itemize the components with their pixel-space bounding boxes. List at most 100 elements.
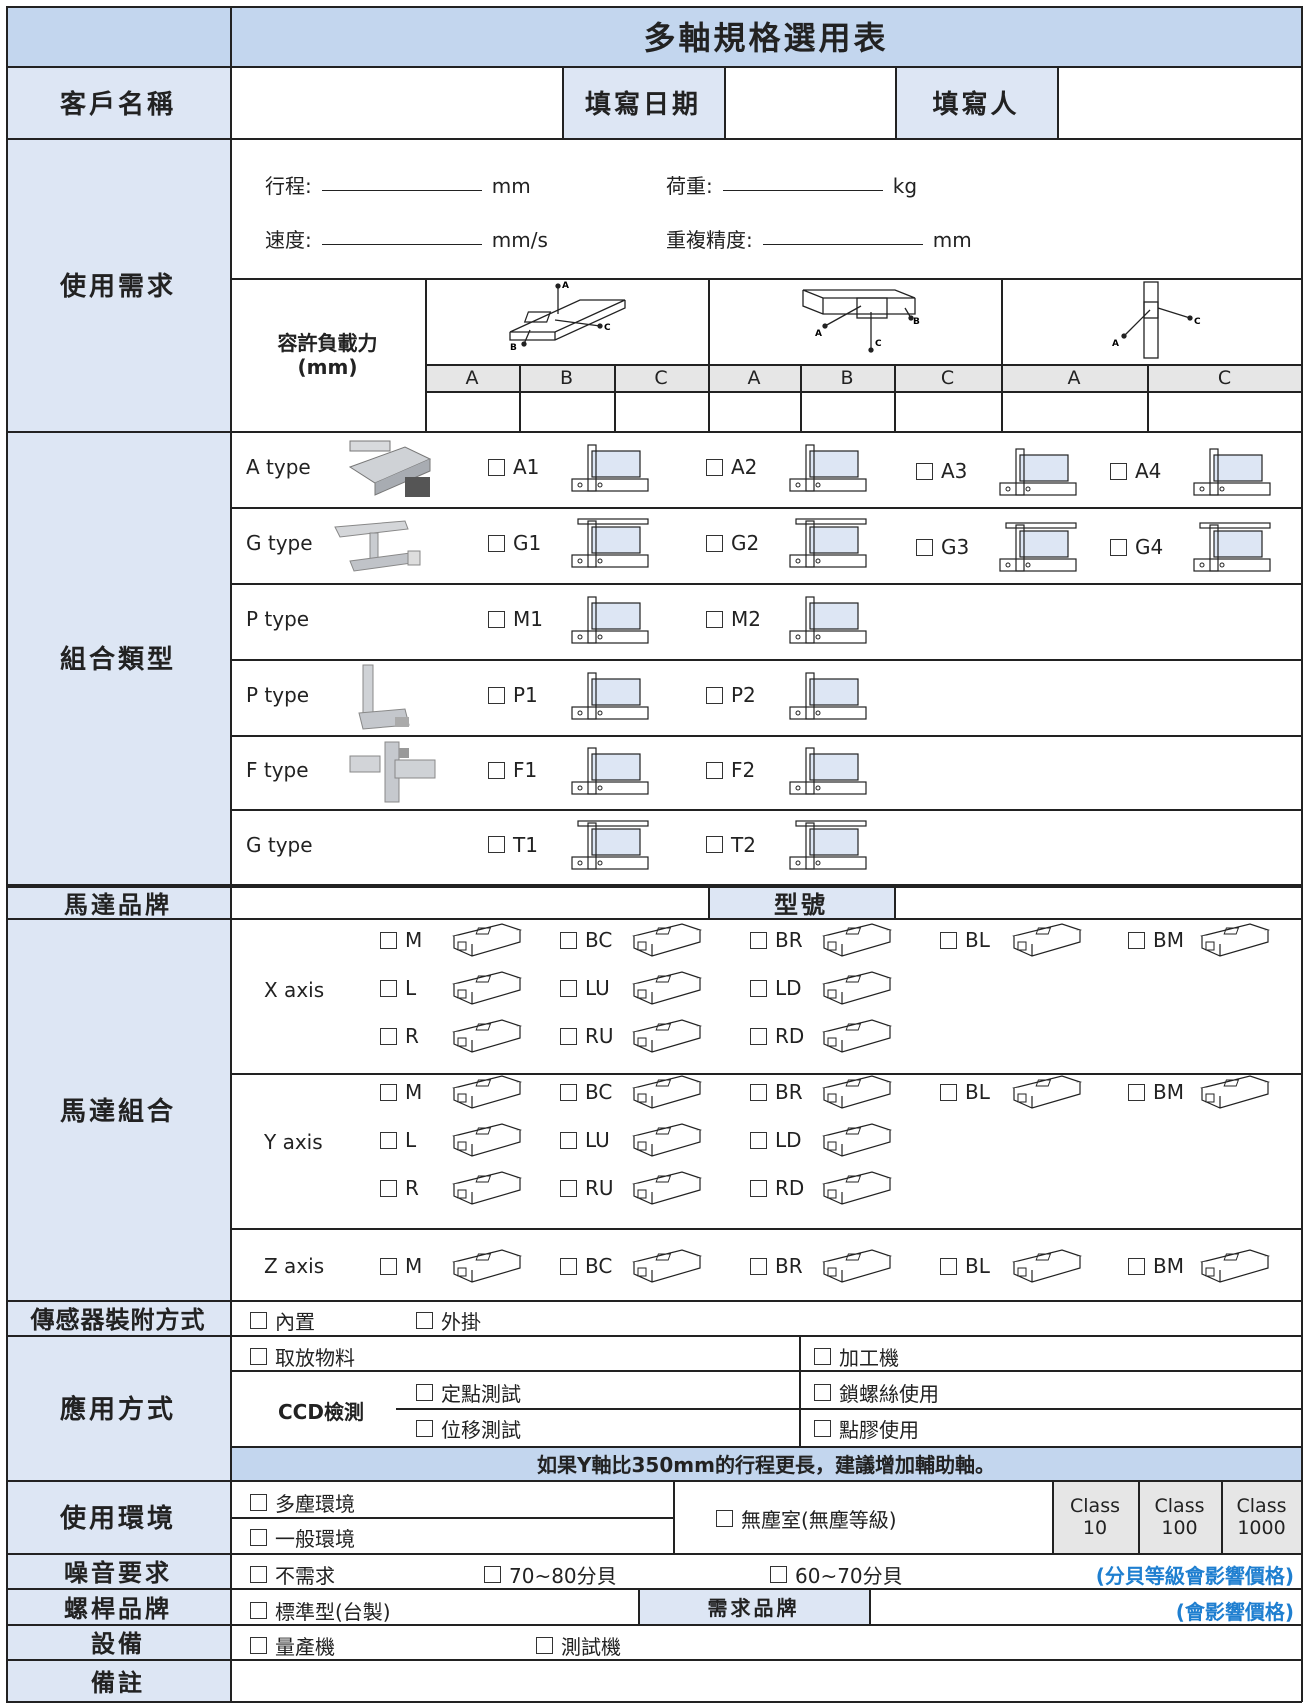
combo-option-g3[interactable]: G3 <box>916 535 969 559</box>
combo-option-m2[interactable]: M2 <box>706 607 761 631</box>
checkbox[interactable] <box>1128 1083 1145 1101</box>
checkbox[interactable] <box>380 979 397 997</box>
checkbox[interactable] <box>560 1257 577 1275</box>
checkbox[interactable] <box>1128 931 1145 949</box>
checkbox[interactable] <box>750 1027 767 1045</box>
combo-option-a4[interactable]: A4 <box>1110 459 1161 483</box>
checkbox[interactable] <box>706 761 723 779</box>
motor-option-rd[interactable]: RD <box>750 1176 804 1200</box>
mass-production-option[interactable]: 量產機 <box>250 1631 335 1660</box>
checkbox[interactable] <box>488 686 505 704</box>
checkbox[interactable] <box>250 1348 267 1365</box>
combo-option-p1[interactable]: P1 <box>488 683 538 707</box>
motor-option-m[interactable]: M <box>380 1080 422 1104</box>
sensor-external-option[interactable]: 外掛 <box>416 1306 481 1335</box>
motor-option-ru[interactable]: RU <box>560 1176 614 1200</box>
checkbox[interactable] <box>706 836 723 853</box>
stroke-input[interactable] <box>321 190 482 191</box>
clean-room-option[interactable]: 無塵室(無塵等級) <box>716 1504 897 1533</box>
remark-field[interactable] <box>230 1659 1302 1702</box>
motor-option-r[interactable]: R <box>380 1024 419 1048</box>
combo-option-g1[interactable]: G1 <box>488 531 541 555</box>
combo-option-f1[interactable]: F1 <box>488 758 537 782</box>
motor-option-ru[interactable]: RU <box>560 1024 614 1048</box>
moving-test-option[interactable]: 位移測試 <box>416 1414 521 1443</box>
load-value-field[interactable] <box>614 391 708 431</box>
load-value-field[interactable] <box>425 391 519 431</box>
checkbox[interactable] <box>560 1179 577 1197</box>
motor-option-br[interactable]: BR <box>750 1254 803 1278</box>
checkbox[interactable] <box>916 462 933 480</box>
checkbox[interactable] <box>380 1257 397 1275</box>
checkbox[interactable] <box>380 931 397 949</box>
combo-option-t1[interactable]: T1 <box>488 833 538 857</box>
combo-option-a1[interactable]: A1 <box>488 455 539 479</box>
load-value-field[interactable] <box>708 391 800 431</box>
standard-screw-option[interactable]: 標準型(台製) <box>250 1596 391 1625</box>
checkbox[interactable] <box>750 1131 767 1149</box>
load-input[interactable] <box>722 190 883 191</box>
combo-option-a3[interactable]: A3 <box>916 459 967 483</box>
glue-option[interactable]: 點膠使用 <box>814 1414 919 1443</box>
checkbox[interactable] <box>560 931 577 949</box>
checkbox[interactable] <box>560 1027 577 1045</box>
noise-none-option[interactable]: 不需求 <box>250 1560 335 1589</box>
motor-option-r[interactable]: R <box>380 1176 419 1200</box>
fixed-test-option[interactable]: 定點測試 <box>416 1378 521 1407</box>
motor-option-bc[interactable]: BC <box>560 928 612 952</box>
motor-option-bl[interactable]: BL <box>940 928 990 952</box>
checkbox[interactable] <box>560 1083 577 1101</box>
screw-option[interactable]: 鎖螺絲使用 <box>814 1378 939 1407</box>
motor-option-m[interactable]: M <box>380 928 422 952</box>
combo-option-g2[interactable]: G2 <box>706 531 759 555</box>
motor-option-bm[interactable]: BM <box>1128 1254 1184 1278</box>
checkbox[interactable] <box>706 686 723 704</box>
checkbox[interactable] <box>488 761 505 779</box>
checkbox[interactable] <box>380 1179 397 1197</box>
motor-option-bc[interactable]: BC <box>560 1254 612 1278</box>
checkbox[interactable] <box>380 1083 397 1101</box>
dusty-option[interactable]: 多塵環境 <box>250 1488 355 1517</box>
checkbox[interactable] <box>250 1529 267 1546</box>
checkbox[interactable] <box>706 534 723 552</box>
motor-option-br[interactable]: BR <box>750 1080 803 1104</box>
checkbox[interactable] <box>488 534 505 552</box>
repeat-input[interactable] <box>762 244 923 245</box>
motor-option-bm[interactable]: BM <box>1128 1080 1184 1104</box>
checkbox[interactable] <box>560 979 577 997</box>
checkbox[interactable] <box>484 1566 501 1583</box>
motor-option-br[interactable]: BR <box>750 928 803 952</box>
motor-option-rd[interactable]: RD <box>750 1024 804 1048</box>
combo-option-a2[interactable]: A2 <box>706 455 757 479</box>
motor-brand-field[interactable] <box>230 886 708 918</box>
checkbox[interactable] <box>1110 538 1127 556</box>
load-value-field[interactable] <box>800 391 894 431</box>
noise-70-80-option[interactable]: 70~80分貝 <box>484 1560 617 1589</box>
noise-60-70-option[interactable]: 60~70分貝 <box>770 1560 903 1589</box>
checkbox[interactable] <box>1110 462 1127 480</box>
checkbox[interactable] <box>250 1602 267 1619</box>
checkbox[interactable] <box>416 1384 433 1401</box>
checkbox[interactable] <box>488 458 505 476</box>
checkbox[interactable] <box>416 1420 433 1437</box>
sensor-internal-option[interactable]: 內置 <box>250 1306 315 1335</box>
test-machine-option[interactable]: 測試機 <box>536 1631 621 1660</box>
motor-option-bm[interactable]: BM <box>1128 928 1184 952</box>
checkbox[interactable] <box>536 1637 553 1654</box>
machining-option[interactable]: 加工機 <box>814 1342 899 1371</box>
checkbox[interactable] <box>380 1131 397 1149</box>
checkbox[interactable] <box>750 1179 767 1197</box>
load-value-field[interactable] <box>894 391 1001 431</box>
motor-option-ld[interactable]: LD <box>750 976 802 1000</box>
motor-option-m[interactable]: M <box>380 1254 422 1278</box>
checkbox[interactable] <box>250 1637 267 1654</box>
checkbox[interactable] <box>814 1384 831 1401</box>
motor-option-l[interactable]: L <box>380 1128 416 1152</box>
checkbox[interactable] <box>770 1566 787 1583</box>
customer-name-field[interactable] <box>230 66 562 138</box>
load-value-field[interactable] <box>1147 391 1302 431</box>
combo-option-p2[interactable]: P2 <box>706 683 756 707</box>
checkbox[interactable] <box>750 1083 767 1101</box>
